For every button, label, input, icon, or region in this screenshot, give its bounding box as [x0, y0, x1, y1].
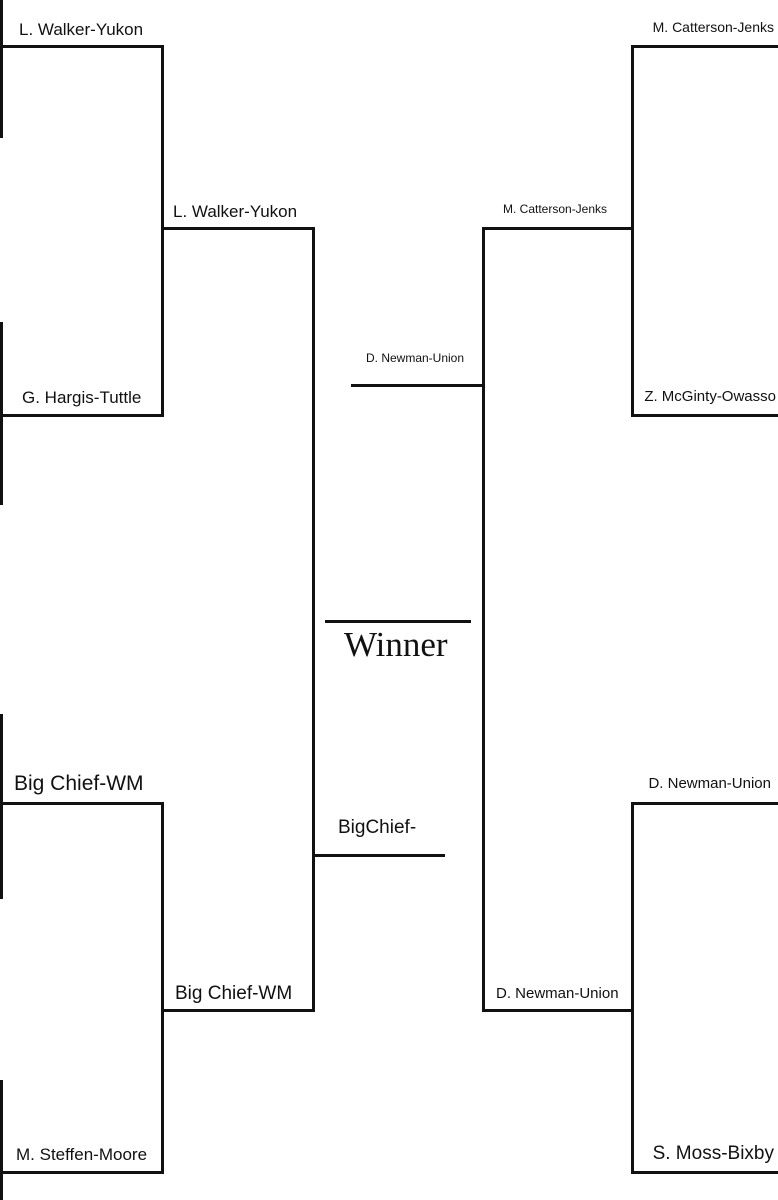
right-final-team: D. Newman-Union [366, 351, 465, 365]
left-r1-team-1: L. Walker-Yukon [19, 20, 144, 39]
right-r2-connector [482, 227, 485, 1012]
left-r2-line-2 [161, 1009, 315, 1012]
left-r1-top-edge [0, 0, 3, 138]
right-r1-team-4: S. Moss-Bixby [652, 1143, 774, 1164]
right-r2-team-1: M. Catterson-Jenks [503, 202, 608, 216]
right-r1-connector-bottom [631, 802, 634, 1174]
right-r1-team-1: M. Catterson-Jenks [652, 19, 774, 35]
right-r1-connector-top [631, 45, 634, 417]
left-r2-team-1: L. Walker-Yukon [173, 202, 298, 221]
left-r1-line-1 [0, 45, 164, 48]
left-r1-edge-2 [0, 322, 3, 505]
right-r2-line-2 [482, 1009, 634, 1012]
right-r1-line-1 [631, 45, 778, 48]
right-r1-line-2 [631, 414, 778, 417]
right-r2-line-1 [482, 227, 634, 230]
right-r1-line-3 [631, 802, 778, 805]
left-r1-connector-top [161, 45, 164, 417]
left-r1-edge-3 [0, 714, 3, 899]
right-r1-line-4 [631, 1171, 778, 1174]
left-r2-line-1 [161, 227, 315, 230]
winner-label: Winner [344, 625, 448, 664]
left-r1-line-2 [0, 414, 164, 417]
left-final-line [312, 854, 445, 857]
left-final-team: BigChief- [338, 817, 417, 838]
right-final-line [351, 384, 485, 387]
left-r2-team-2: Big Chief-WM [175, 983, 293, 1004]
left-r2-connector [312, 227, 315, 1012]
right-r1-team-3: D. Newman-Union [648, 775, 771, 792]
left-r1-team-4: M. Steffen-Moore [16, 1145, 148, 1164]
left-r1-line-3 [0, 802, 164, 805]
left-r1-connector-bottom [161, 802, 164, 1174]
left-r1-line-4 [0, 1171, 164, 1174]
right-r2-team-2: D. Newman-Union [496, 985, 619, 1002]
right-r1-team-2: Z. McGinty-Owasso [644, 388, 776, 405]
left-r1-edge-4 [0, 1080, 3, 1200]
winner-line [325, 620, 471, 623]
left-r1-team-2: G. Hargis-Tuttle [22, 388, 142, 407]
left-r1-team-3: Big Chief-WM [14, 772, 144, 795]
